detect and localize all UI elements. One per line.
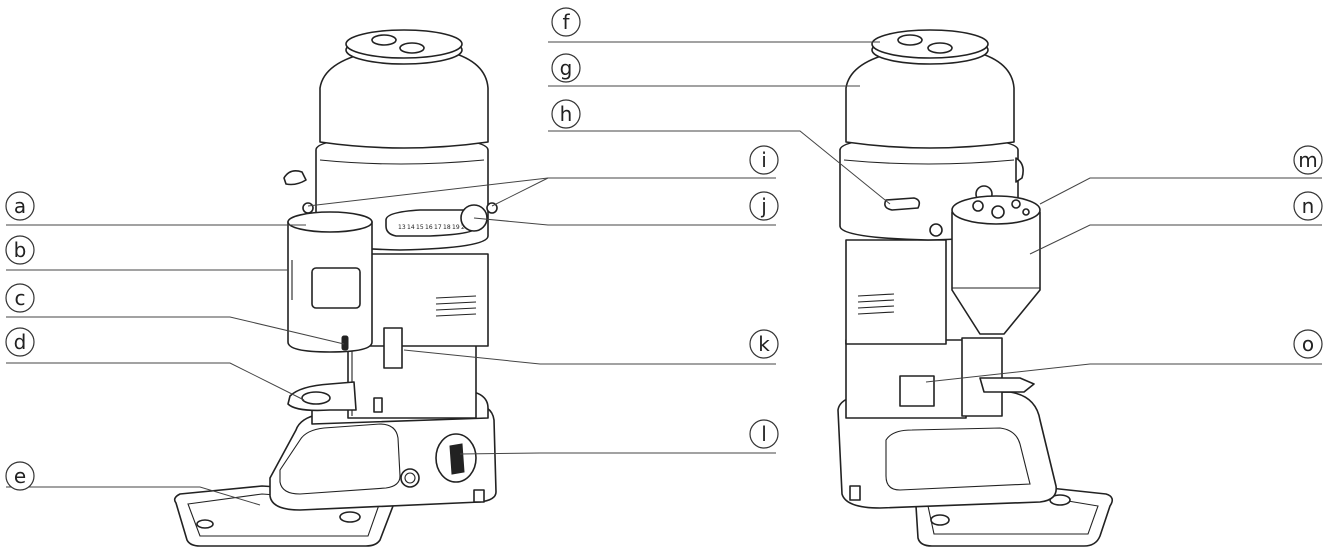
hopper-front <box>319 29 489 149</box>
callout-o: o <box>1293 329 1323 359</box>
scale-tick-label: 14 <box>407 224 415 231</box>
callout-a-label: a <box>14 194 26 218</box>
callout-i-label: i <box>761 148 767 172</box>
callout-c-label: c <box>15 286 26 310</box>
callout-e: e <box>5 461 35 491</box>
leader-e <box>6 486 261 506</box>
scale-tick-label: 18 <box>443 224 451 231</box>
callout-j: j <box>749 191 779 221</box>
callout-m: m <box>1293 145 1323 175</box>
leader-k <box>403 349 776 365</box>
leader-d <box>6 362 305 401</box>
callout-a: a <box>5 191 35 221</box>
leader-o <box>925 363 1322 383</box>
callout-c: c <box>5 283 35 313</box>
callouts: a b c d e f g h i j k l m n o <box>5 7 1323 491</box>
scale-tick-label: 19 <box>452 224 460 231</box>
portafilter-fork-front <box>287 327 403 412</box>
hopper-side <box>845 29 1015 149</box>
callout-g: g <box>551 53 581 83</box>
dose-cup-front <box>287 211 373 353</box>
callout-l-label: l <box>761 422 767 446</box>
scale-tick-label: 13 <box>398 224 406 231</box>
grinder-front-view: 13 14 15 16 17 18 19 20 <box>173 29 498 547</box>
grinder-side-view <box>837 29 1114 547</box>
leader-lines <box>6 41 1322 506</box>
callout-b-label: b <box>14 238 27 262</box>
callout-e-label: e <box>14 464 26 488</box>
callout-j-label: j <box>760 194 767 218</box>
dial-scale: 13 14 15 16 17 18 19 20 <box>398 224 469 231</box>
leader-h <box>548 130 891 205</box>
callout-d-label: d <box>14 330 27 354</box>
callout-h-label: h <box>560 102 573 126</box>
base-front <box>269 403 497 511</box>
callout-l: l <box>749 419 779 449</box>
callout-g-label: g <box>560 56 573 80</box>
leader-j <box>473 217 776 226</box>
leader-c <box>6 316 345 345</box>
callout-n-label: n <box>1302 194 1315 218</box>
callout-n: n <box>1293 191 1323 221</box>
leader-m <box>1039 177 1322 205</box>
doser-side <box>951 195 1041 335</box>
leader-i-2 <box>491 177 549 207</box>
motor-body-side <box>845 239 1035 419</box>
callout-m-label: m <box>1298 148 1317 172</box>
callout-f-label: f <box>562 10 570 34</box>
callout-b: b <box>5 235 35 265</box>
callout-i: i <box>749 145 779 175</box>
scale-tick-label: 16 <box>425 224 433 231</box>
callout-k: k <box>749 329 779 359</box>
scale-tick-label: 15 <box>416 224 424 231</box>
callout-o-label: o <box>1302 332 1314 356</box>
callout-d: d <box>5 327 35 357</box>
scale-tick-label: 17 <box>434 224 442 231</box>
callout-h: h <box>551 99 581 129</box>
callout-k-label: k <box>758 332 770 356</box>
leader-n <box>1029 224 1322 255</box>
leader-l <box>459 452 776 455</box>
callout-f: f <box>551 7 581 37</box>
